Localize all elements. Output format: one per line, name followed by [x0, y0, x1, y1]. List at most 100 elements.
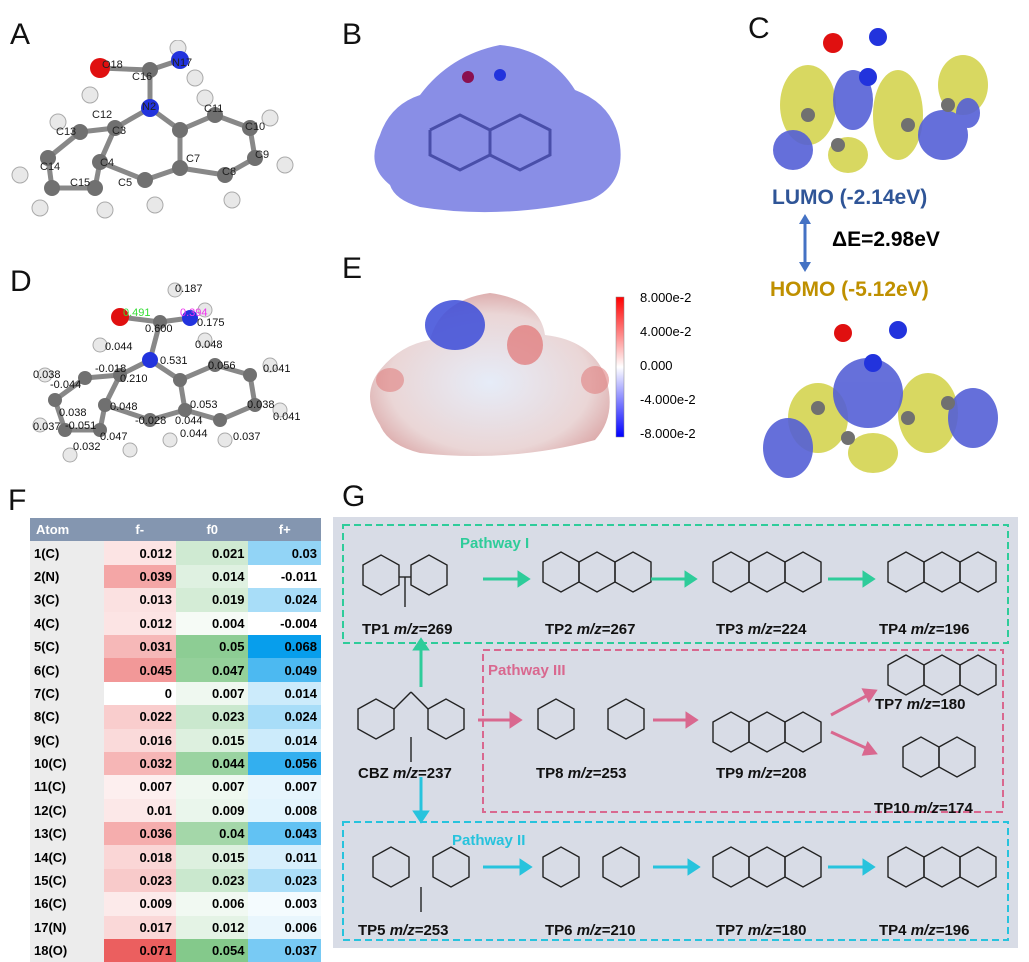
mz-value: 269 [427, 621, 453, 638]
compound-name: TP9 [716, 765, 744, 782]
mz-value: 253 [601, 765, 627, 782]
energy-gap-label: ΔE=2.98eV [832, 228, 940, 251]
table-header: f+ [248, 518, 321, 542]
compound-label: TP7 m/z=180 [875, 696, 966, 713]
pathway-1-label: Pathway I [460, 535, 530, 552]
atom-label: C4 [100, 157, 114, 169]
value-cell: -0.004 [248, 611, 321, 635]
atom-cell: 10(C) [30, 751, 104, 776]
compound-label: TP2 m/z=267 [545, 621, 636, 638]
atom-cell: 5(C) [30, 634, 104, 659]
mz-value: 267 [610, 621, 636, 638]
mz-value: 224 [781, 621, 807, 638]
value-cell: 0.007 [248, 775, 321, 799]
value-cell: 0.023 [176, 868, 249, 893]
charge-label: 0.038 [247, 399, 275, 411]
compound-name: TP4 [879, 922, 907, 939]
charge-label: -0.028 [135, 415, 166, 427]
atom-label: C3 [112, 125, 126, 137]
panel-label-d: D [10, 265, 32, 298]
mz-label: m/z [910, 922, 936, 939]
mz-value: 253 [423, 922, 449, 939]
charge-label: 0.053 [190, 399, 218, 411]
compound-name: TP6 [545, 922, 573, 939]
value-cell: -0.011 [248, 564, 321, 589]
mz-label: m/z [576, 621, 602, 638]
compound-name: TP3 [716, 621, 744, 638]
value-cell: 0.023 [248, 868, 321, 893]
atom-label: N17 [172, 57, 192, 69]
value-cell: 0.056 [248, 751, 321, 776]
charge-label: 0.187 [175, 283, 203, 295]
atom-cell: 9(C) [30, 728, 104, 752]
value-cell: 0.043 [248, 822, 321, 846]
charge-label: 0.210 [120, 373, 148, 385]
compound-label: TP7 m/z=180 [716, 922, 807, 939]
value-cell: 0.016 [103, 728, 176, 752]
atom-cell: 12(C) [30, 798, 104, 823]
atom-cell: 6(C) [30, 658, 104, 682]
value-cell: 0.014 [248, 728, 321, 752]
charge-label: -0.051 [65, 420, 96, 432]
charge-label: 0.394 [180, 307, 208, 319]
atom-label: C10 [245, 121, 265, 133]
esp-color-scale [615, 296, 625, 438]
value-cell: 0.006 [176, 892, 249, 916]
value-cell: 0.006 [248, 915, 321, 940]
compound-label: TP8 m/z=253 [536, 765, 627, 782]
value-cell: 0.014 [176, 564, 249, 589]
value-cell: 0.013 [103, 588, 176, 612]
atom-cell: 7(C) [30, 681, 104, 706]
value-cell: 0.022 [103, 705, 176, 729]
compound-label: TP1 m/z=269 [362, 621, 453, 638]
homo-label: HOMO (-5.12eV) [770, 278, 929, 301]
panel-label-a: A [10, 18, 31, 51]
compound-label: TP6 m/z=210 [545, 922, 636, 939]
atom-cell: 15(C) [30, 868, 104, 893]
value-cell: 0.009 [103, 892, 176, 916]
atom-label: C13 [56, 126, 76, 138]
compound-name: CBZ [358, 765, 389, 782]
mz-value: 196 [944, 621, 970, 638]
value-cell: 0.031 [103, 634, 176, 659]
esp-tick: -4.000e-2 [640, 392, 696, 407]
value-cell: 0.071 [103, 939, 176, 962]
value-cell: 0.007 [176, 775, 249, 799]
value-cell: 0.019 [176, 588, 249, 612]
charge-label: 0.041 [273, 411, 301, 423]
table-header: Atom [30, 518, 104, 542]
value-cell: 0.01 [103, 798, 176, 823]
charge-label: 0.032 [73, 441, 101, 453]
charge-label: 0.491 [123, 307, 151, 319]
mz-label: m/z [906, 696, 932, 713]
value-cell: 0.007 [103, 775, 176, 799]
value-cell: 0.045 [103, 658, 176, 682]
charge-label: 0.038 [59, 407, 87, 419]
esp-tick: -8.000e-2 [640, 426, 696, 441]
value-cell: 0.003 [248, 892, 321, 916]
panel-label-b: B [342, 18, 363, 51]
mz-label: m/z [576, 922, 602, 939]
value-cell: 0.008 [248, 798, 321, 823]
compound-label: TP9 m/z=208 [716, 765, 807, 782]
atom-label: C7 [186, 153, 200, 165]
atom-label: C8 [222, 166, 236, 178]
charge-label: 0.041 [263, 363, 291, 375]
panel-label-c: C [748, 12, 770, 45]
atom-cell: 8(C) [30, 705, 104, 729]
atom-cell: 2(N) [30, 564, 104, 589]
compound-label: TP4 m/z=196 [879, 922, 970, 939]
energy-gap-arrow [799, 214, 811, 272]
charge-label: 0.044 [105, 341, 133, 353]
atom-label: C15 [70, 177, 90, 189]
pathway-2-label: Pathway II [452, 832, 526, 849]
mz-label: m/z [393, 621, 419, 638]
pathway-scheme [333, 517, 1018, 948]
compound-name: TP8 [536, 765, 564, 782]
